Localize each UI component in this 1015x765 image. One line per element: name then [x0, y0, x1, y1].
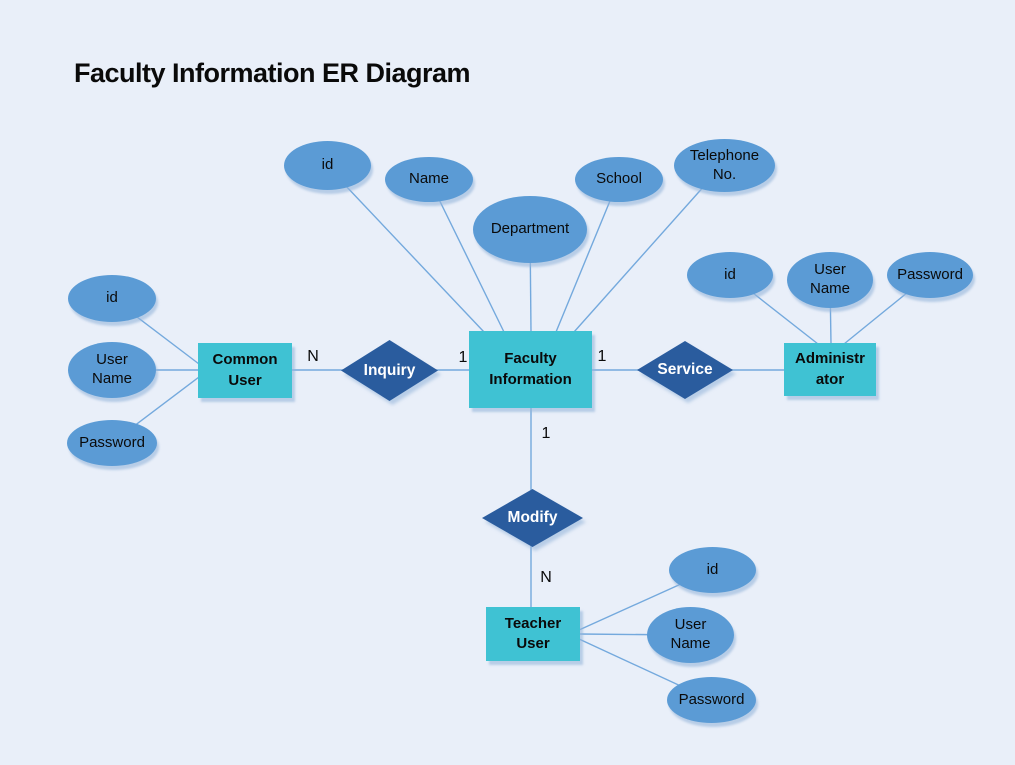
attribute-teacher-user-id[interactable]: id: [669, 547, 756, 593]
entity-label: Administr: [794, 350, 865, 368]
entity-label: ator: [815, 370, 845, 388]
attribute-label: No.: [712, 165, 737, 183]
attribute-faculty-id[interactable]: id: [284, 141, 371, 190]
relationship-inquiry[interactable]: Inquiry: [341, 340, 438, 401]
attribute-label: User: [674, 616, 707, 634]
attribute-faculty-name[interactable]: Name: [385, 157, 473, 202]
entity-common-user[interactable]: Common User: [198, 343, 292, 398]
attribute-faculty-department[interactable]: Department: [473, 196, 587, 263]
relationship-label: Service: [657, 361, 713, 378]
relationship-label: Modify: [507, 509, 558, 526]
attribute-label: User: [96, 351, 128, 369]
attribute-label: Department: [490, 220, 570, 238]
attribute-label: Name: [408, 170, 449, 188]
attribute-administrator-user-name[interactable]: User Name: [787, 252, 873, 308]
attribute-label: Password: [897, 265, 963, 283]
attribute-label: id: [724, 265, 736, 283]
attribute-label: Telephone: [689, 146, 760, 164]
entity-faculty-information[interactable]: Faculty Information: [469, 331, 592, 408]
attribute-label: Name: [670, 635, 711, 652]
entity-administrator[interactable]: Administr ator: [784, 343, 876, 396]
attribute-label: id: [706, 560, 719, 578]
entity-label: User: [516, 635, 550, 652]
attribute-teacher-user-password[interactable]: Password: [667, 677, 756, 723]
relationship-label: Inquiry: [363, 361, 416, 379]
attribute-common-user-id[interactable]: id: [68, 275, 156, 322]
attribute-label: Name: [809, 280, 850, 297]
cardinality-common-user-inquiry: N: [307, 348, 319, 365]
cardinality-faculty-modify: 1: [541, 425, 551, 442]
attribute-label: Password: [79, 433, 145, 451]
attribute-administrator-password[interactable]: Password: [887, 252, 973, 298]
attribute-label: Password: [678, 690, 745, 708]
entity-label: Teacher: [504, 614, 562, 632]
attribute-label: School: [596, 170, 642, 188]
attribute-label: User: [814, 261, 846, 279]
entity-label: User: [228, 371, 262, 389]
relationship-service[interactable]: Service: [637, 341, 733, 399]
attribute-label: id: [321, 156, 334, 174]
entity-label: Common: [212, 351, 278, 369]
entity-label: Information: [489, 370, 572, 388]
attribute-common-user-user-name[interactable]: User Name: [68, 342, 156, 398]
entity-teacher-user[interactable]: Teacher User: [486, 607, 580, 661]
relationship-modify[interactable]: Modify: [482, 489, 583, 547]
diagram-title: Faculty Information ER Diagram: [74, 58, 471, 88]
attribute-label: Name: [91, 370, 132, 387]
attribute-common-user-password[interactable]: Password: [67, 420, 157, 466]
attribute-teacher-user-user-name[interactable]: User Name: [647, 607, 734, 663]
attribute-faculty-school[interactable]: School: [575, 157, 663, 202]
entity-label: Faculty: [504, 350, 557, 368]
cardinality-modify-teacher-user: N: [540, 569, 552, 586]
cardinality-inquiry-faculty: 1: [458, 349, 468, 366]
attribute-label: id: [106, 289, 118, 307]
attribute-faculty-telephone-no[interactable]: Telephone No.: [674, 139, 775, 192]
cardinality-faculty-service: 1: [597, 348, 607, 365]
attribute-administrator-id[interactable]: id: [687, 252, 773, 298]
